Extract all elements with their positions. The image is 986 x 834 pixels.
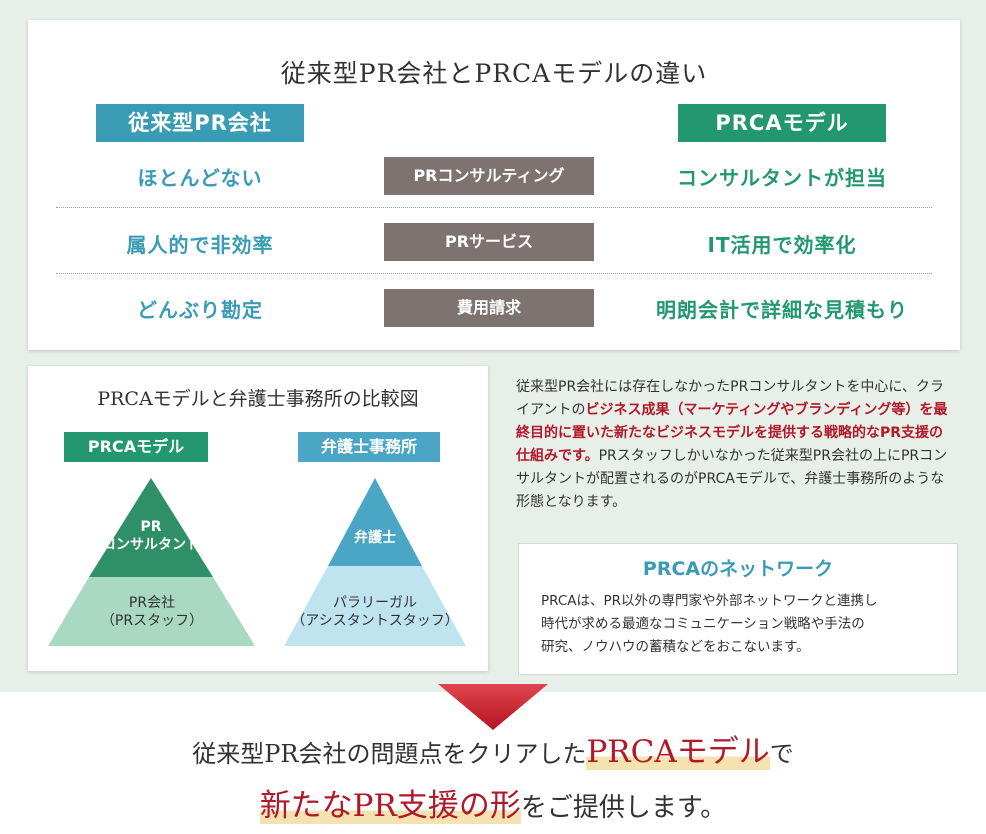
row-divider: [56, 207, 932, 208]
network-line: 研究、ノウハウの蓄積などをおこないます。: [541, 639, 810, 655]
network-line: PRCAは、PR以外の専門家や外部ネットワークと連携し: [541, 593, 878, 609]
row-2-label: PRサービス: [384, 223, 594, 261]
traditional-header: 従来型PR会社: [96, 104, 304, 142]
row-3-traditional: どんぶり勘定: [137, 298, 263, 322]
law-pyramid-top: [328, 478, 422, 566]
description-part-1: 従来型PR会社には存在しなかったPRコンサルタントを中心に、クライアントの: [516, 379, 944, 418]
prca-pyramid-bottom: [48, 577, 255, 646]
down-arrow-icon: [438, 684, 548, 730]
row-1-traditional: ほとんどない: [137, 166, 263, 190]
pyramid-diagrams: [48, 478, 466, 646]
law-top-label: 弁護士: [354, 530, 396, 546]
bottom-highlight-support: 新たなPR支援の形: [259, 788, 521, 824]
row-3-label: 費用請求: [384, 289, 594, 327]
law-bottom-label: パラリーガル （アシスタントスタッフ）: [291, 595, 459, 629]
prca-header: PRCAモデル: [678, 104, 886, 142]
bottom-highlight-prca: PRCAモデル: [586, 734, 770, 770]
description-highlight: ビジネス成果（マーケティングやブランディング等）を最終目的に置いた新たなビジネス…: [516, 402, 948, 464]
network-body: PRCAは、PR以外の専門家や外部ネットワークと連携し 時代が求める最適なコミュ…: [541, 590, 951, 659]
row-1-label: PRコンサルティング: [384, 157, 594, 195]
network-title: PRCAのネットワーク: [642, 558, 834, 580]
comparison-title: 従来型PR会社とPRCAモデルの違い: [280, 59, 708, 88]
bottom-message-line-2: 新たなPR支援の形をご提供します。: [259, 788, 727, 824]
bottom-message-line-1: 従来型PR会社の問題点をクリアしたPRCAモデルで: [192, 734, 794, 770]
row-2-prca: IT活用で効率化: [707, 233, 857, 257]
prca-top-label: PR コンサルタント: [102, 519, 200, 553]
description-text: 従来型PR会社には存在しなかったPRコンサルタントを中心に、クライアントのビジネ…: [516, 376, 956, 514]
row-1-prca: コンサルタントが担当: [677, 166, 887, 190]
diagram-title: PRCAモデルと弁護士事務所の比較図: [97, 388, 419, 410]
prca-model-tag: PRCAモデル: [64, 432, 208, 462]
row-3-prca: 明朗会計で詳細な見積もり: [656, 298, 908, 322]
network-line: 時代が求める最適なコミュニケーション戦略や手法の: [541, 616, 865, 632]
prca-pyramid-top: [89, 478, 213, 577]
law-firm-tag: 弁護士事務所: [298, 432, 440, 462]
comparison-card: 従来型PR会社とPRCAモデルの違い 従来型PR会社 PRCAモデル ほとんどな…: [28, 20, 960, 350]
row-divider: [56, 273, 932, 274]
description-part-3: PRスタッフしかいなかった従来型PR会社の上にPRコンサルタントが配置されるのが…: [516, 448, 948, 510]
row-2-traditional: 属人的で非効率: [126, 233, 274, 257]
network-box: PRCAのネットワーク PRCAは、PR以外の専門家や外部ネットワークと連携し …: [518, 543, 958, 675]
diagram-card: PRCAモデルと弁護士事務所の比較図 PRCAモデル 弁護士事務所 PR コンサ…: [28, 366, 488, 671]
prca-bottom-label: PR会社 （PRスタッフ）: [100, 595, 204, 629]
law-pyramid-bottom: [284, 566, 466, 646]
